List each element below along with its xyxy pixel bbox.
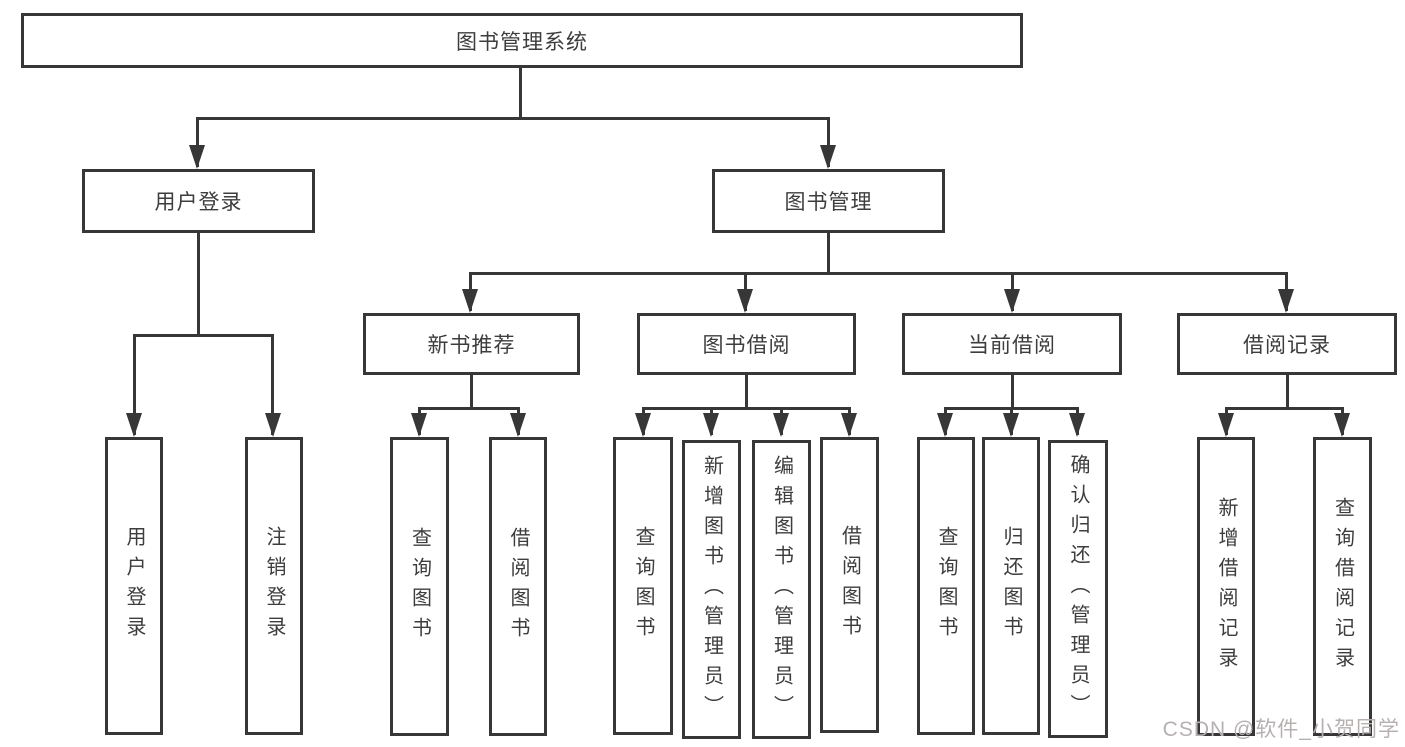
arrowhead-login-icon — [189, 145, 205, 169]
connector-g2-trunk — [470, 375, 473, 407]
leaf-add-books-admin-label: 新增图书（管理员） — [700, 454, 723, 725]
arrowhead-login-c2-icon — [265, 413, 281, 437]
leaf-query-books-borrow-label: 查询图书 — [632, 526, 654, 646]
leaf-edit-books-admin: 编辑图书（管理员） — [752, 440, 811, 739]
leaf-query-books-borrow: 查询图书 — [613, 437, 673, 735]
node-borrow-record: 借阅记录 — [1177, 313, 1397, 375]
leaf-user-login-label: 用户登录 — [123, 526, 145, 646]
arrowhead-g5c1-icon — [1218, 413, 1234, 437]
connector-arrow-login-stem — [196, 117, 199, 167]
arrowhead-g5c2-icon — [1334, 413, 1350, 437]
leaf-borrow-books-recommend: 借阅图书 — [489, 437, 547, 736]
leaf-borrow-books-recommend-label: 借阅图书 — [507, 526, 529, 647]
connector-mgmt-trunk — [827, 233, 830, 272]
node-system-root: 图书管理系统 — [21, 13, 1023, 68]
arrowhead-g4c2-icon — [1003, 413, 1019, 437]
node-book-borrow-label: 图书借阅 — [702, 334, 791, 357]
arrowhead-login-c1-icon — [126, 413, 142, 437]
leaf-query-books-current: 查询图书 — [917, 437, 975, 735]
csdn-watermark: CSDN @软件_小贺同学 — [1162, 718, 1400, 741]
node-current-borrow: 当前借阅 — [902, 313, 1122, 375]
leaf-add-borrow-record-label: 新增借阅记录 — [1215, 496, 1237, 677]
leaf-edit-books-admin-label: 编辑图书（管理员） — [770, 454, 793, 725]
arrowhead-g2c1-icon — [411, 413, 427, 437]
leaf-borrow-books: 借阅图书 — [820, 437, 879, 733]
arrowhead-g4hdr-icon — [1004, 289, 1020, 313]
connector-g3-hline — [642, 407, 850, 410]
node-user-login-branch: 用户登录 — [82, 169, 315, 233]
connector-g3-trunk — [745, 375, 748, 407]
arrowhead-g3c2-icon — [703, 413, 719, 437]
connector-level2-hline — [196, 117, 830, 120]
arrowhead-g3hdr-icon — [737, 289, 753, 313]
leaf-user-login: 用户登录 — [105, 437, 163, 735]
node-new-book-recommend: 新书推荐 — [363, 313, 580, 375]
node-current-borrow-label: 当前借阅 — [968, 334, 1056, 357]
connector-arrow-login-c2-stem — [271, 334, 274, 435]
leaf-confirm-return-admin: 确认归还（管理员） — [1048, 440, 1108, 738]
connector-arrow-mgmt-stem — [827, 117, 830, 167]
node-book-mgmt-branch-label: 图书管理 — [784, 191, 873, 214]
leaf-logout: 注销登录 — [245, 437, 303, 735]
leaf-add-books-admin: 新增图书（管理员） — [682, 440, 741, 739]
leaf-borrow-books-label: 借阅图书 — [838, 525, 861, 645]
connector-login-hline — [133, 334, 274, 337]
leaf-query-borrow-record-label: 查询借阅记录 — [1331, 496, 1354, 677]
arrowhead-g3c1-icon — [635, 413, 651, 437]
connector-g5-trunk — [1286, 375, 1289, 407]
leaf-return-books-label: 归还图书 — [1000, 526, 1022, 646]
connector-login-trunk — [197, 233, 200, 334]
node-borrow-record-label: 借阅记录 — [1243, 334, 1331, 357]
arrowhead-g2hdr-icon — [462, 289, 478, 313]
arrowhead-g4c3-icon — [1069, 413, 1085, 437]
connector-g5-hline — [1225, 407, 1343, 410]
leaf-confirm-return-admin-label: 确认归还（管理员） — [1067, 454, 1089, 724]
connector-level3-hline — [469, 272, 1287, 275]
leaf-query-books-recommend: 查询图书 — [390, 437, 449, 736]
leaf-query-borrow-record: 查询借阅记录 — [1313, 437, 1372, 736]
arrowhead-g4c1-icon — [937, 413, 953, 437]
arrowhead-g3c4-icon — [841, 413, 857, 437]
leaf-logout-label: 注销登录 — [263, 526, 285, 646]
leaf-return-books: 归还图书 — [982, 437, 1040, 735]
leaf-query-books-recommend-label: 查询图书 — [408, 526, 431, 647]
connector-root-trunk — [519, 68, 522, 117]
node-user-login-branch-label: 用户登录 — [154, 191, 243, 214]
node-new-book-recommend-label: 新书推荐 — [427, 334, 516, 357]
connector-g2-hline — [418, 407, 519, 410]
arrowhead-g5hdr-icon — [1278, 289, 1294, 313]
arrowhead-g3c3-icon — [773, 413, 789, 437]
leaf-add-borrow-record: 新增借阅记录 — [1197, 437, 1255, 736]
connector-g4-trunk — [1011, 375, 1014, 407]
node-book-mgmt-branch: 图书管理 — [712, 169, 945, 233]
node-book-borrow: 图书借阅 — [637, 313, 856, 375]
node-system-root-label: 图书管理系统 — [456, 30, 588, 54]
connector-arrow-login-c1-stem — [133, 334, 136, 435]
arrowhead-g2c2-icon — [510, 413, 526, 437]
arrowhead-mgmt-icon — [820, 145, 836, 169]
leaf-query-books-current-label: 查询图书 — [935, 526, 957, 646]
